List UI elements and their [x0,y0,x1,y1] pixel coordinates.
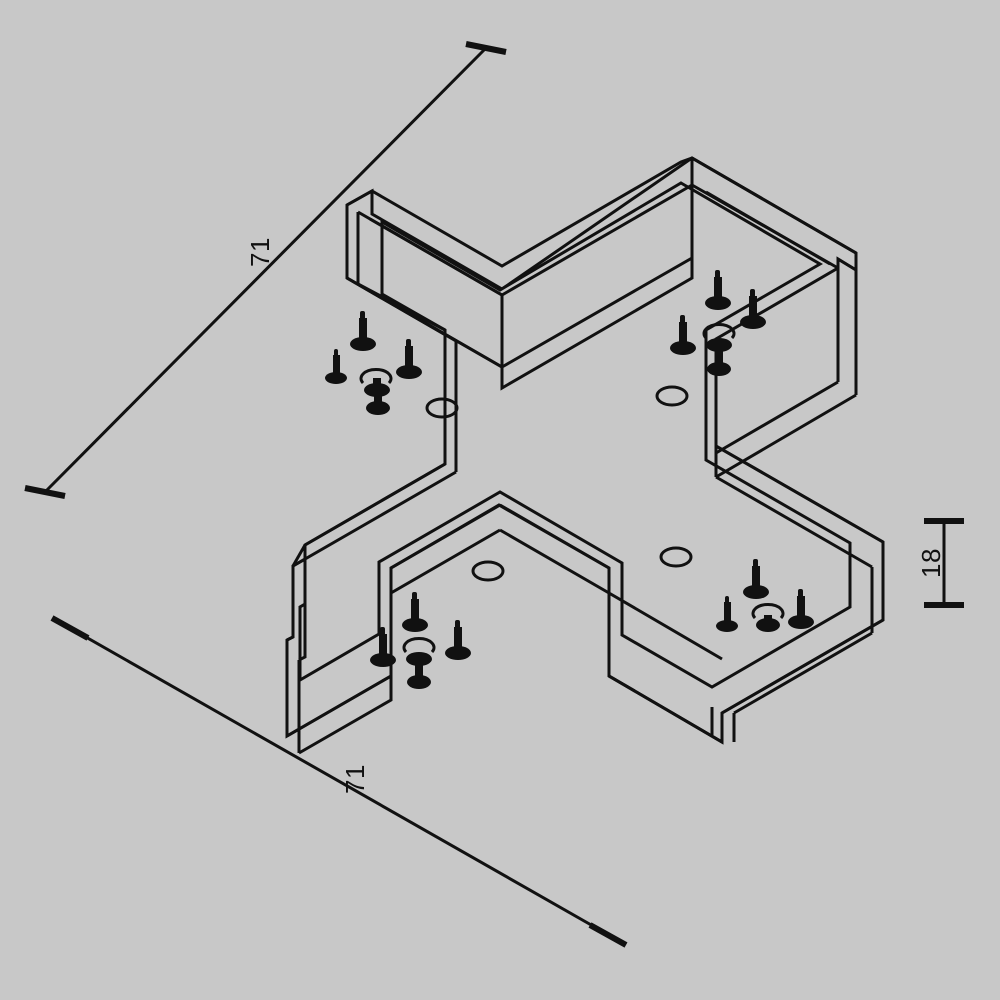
screw-group-top-left [325,311,422,415]
oval-hole [655,385,689,407]
dimension-line [69,626,608,936]
right-arm-top-b [715,475,873,569]
screw [370,627,396,667]
dimension-tick-end [588,922,628,948]
screw [707,341,731,376]
dimension-lower-left [50,615,628,948]
dimension-line [43,46,488,494]
arm-right-lip [836,253,858,273]
left-arm-top-inner [304,462,446,547]
right-arm-bottom [721,618,884,715]
oval-holes [425,385,693,582]
bottom-right-to-center [499,528,610,595]
oval-hole [425,397,459,419]
left-arm-joint [291,544,307,567]
arm-bottom-right-box [608,674,736,744]
dimension-label-height: 18 [916,548,946,578]
screw [705,270,731,310]
screw [396,339,422,379]
arm-rim-top-inner2 [369,217,503,297]
arm-right-top-edge [691,156,857,255]
arm-top-left [345,156,857,391]
seam-none [820,264,850,543]
dimension-label-length-bottom: 71 [340,764,370,794]
oval-hole [659,546,693,568]
br-box-a [608,674,723,744]
screw [366,386,390,415]
dimension-height-right [924,518,964,608]
dimension-upper-left [24,41,507,499]
arm-bottom-left [285,503,501,755]
left-arm-to-top-b [357,282,446,332]
dimension-label-length-top: 71 [245,237,275,267]
screw [445,620,471,660]
oval-hole [471,560,505,582]
arm-right-bottom [715,393,857,479]
screw-group-bottom-right [716,559,814,632]
arm-right [715,444,885,715]
bottom-left-outline-b [298,528,501,755]
right-arm-bottom-b [733,631,873,715]
right-arm-top [715,444,884,544]
dimension-tick-start [465,41,507,55]
dimension-tick-start [50,615,90,641]
screw [325,349,347,384]
arm-right-top-edge-inner2 [705,190,831,266]
arm-wall-right-thickness [500,258,694,391]
screw [743,559,769,599]
screw [716,596,738,632]
bottom-right-to-center-b [499,503,610,570]
left-arm-outline [286,470,457,642]
arm-right-bottom-inner [715,380,839,455]
screw [402,592,428,632]
dimension-tick-end [24,485,66,499]
left-arm-outline-b [298,545,307,662]
floor-seams [704,264,852,607]
screw-with-washer [751,603,785,632]
screw-group-bottom-left [370,592,471,689]
screw [670,315,696,355]
screw [407,655,431,689]
screw [350,311,376,351]
screw [788,589,814,629]
screw-group-top-right [670,270,766,376]
screw [740,289,766,329]
